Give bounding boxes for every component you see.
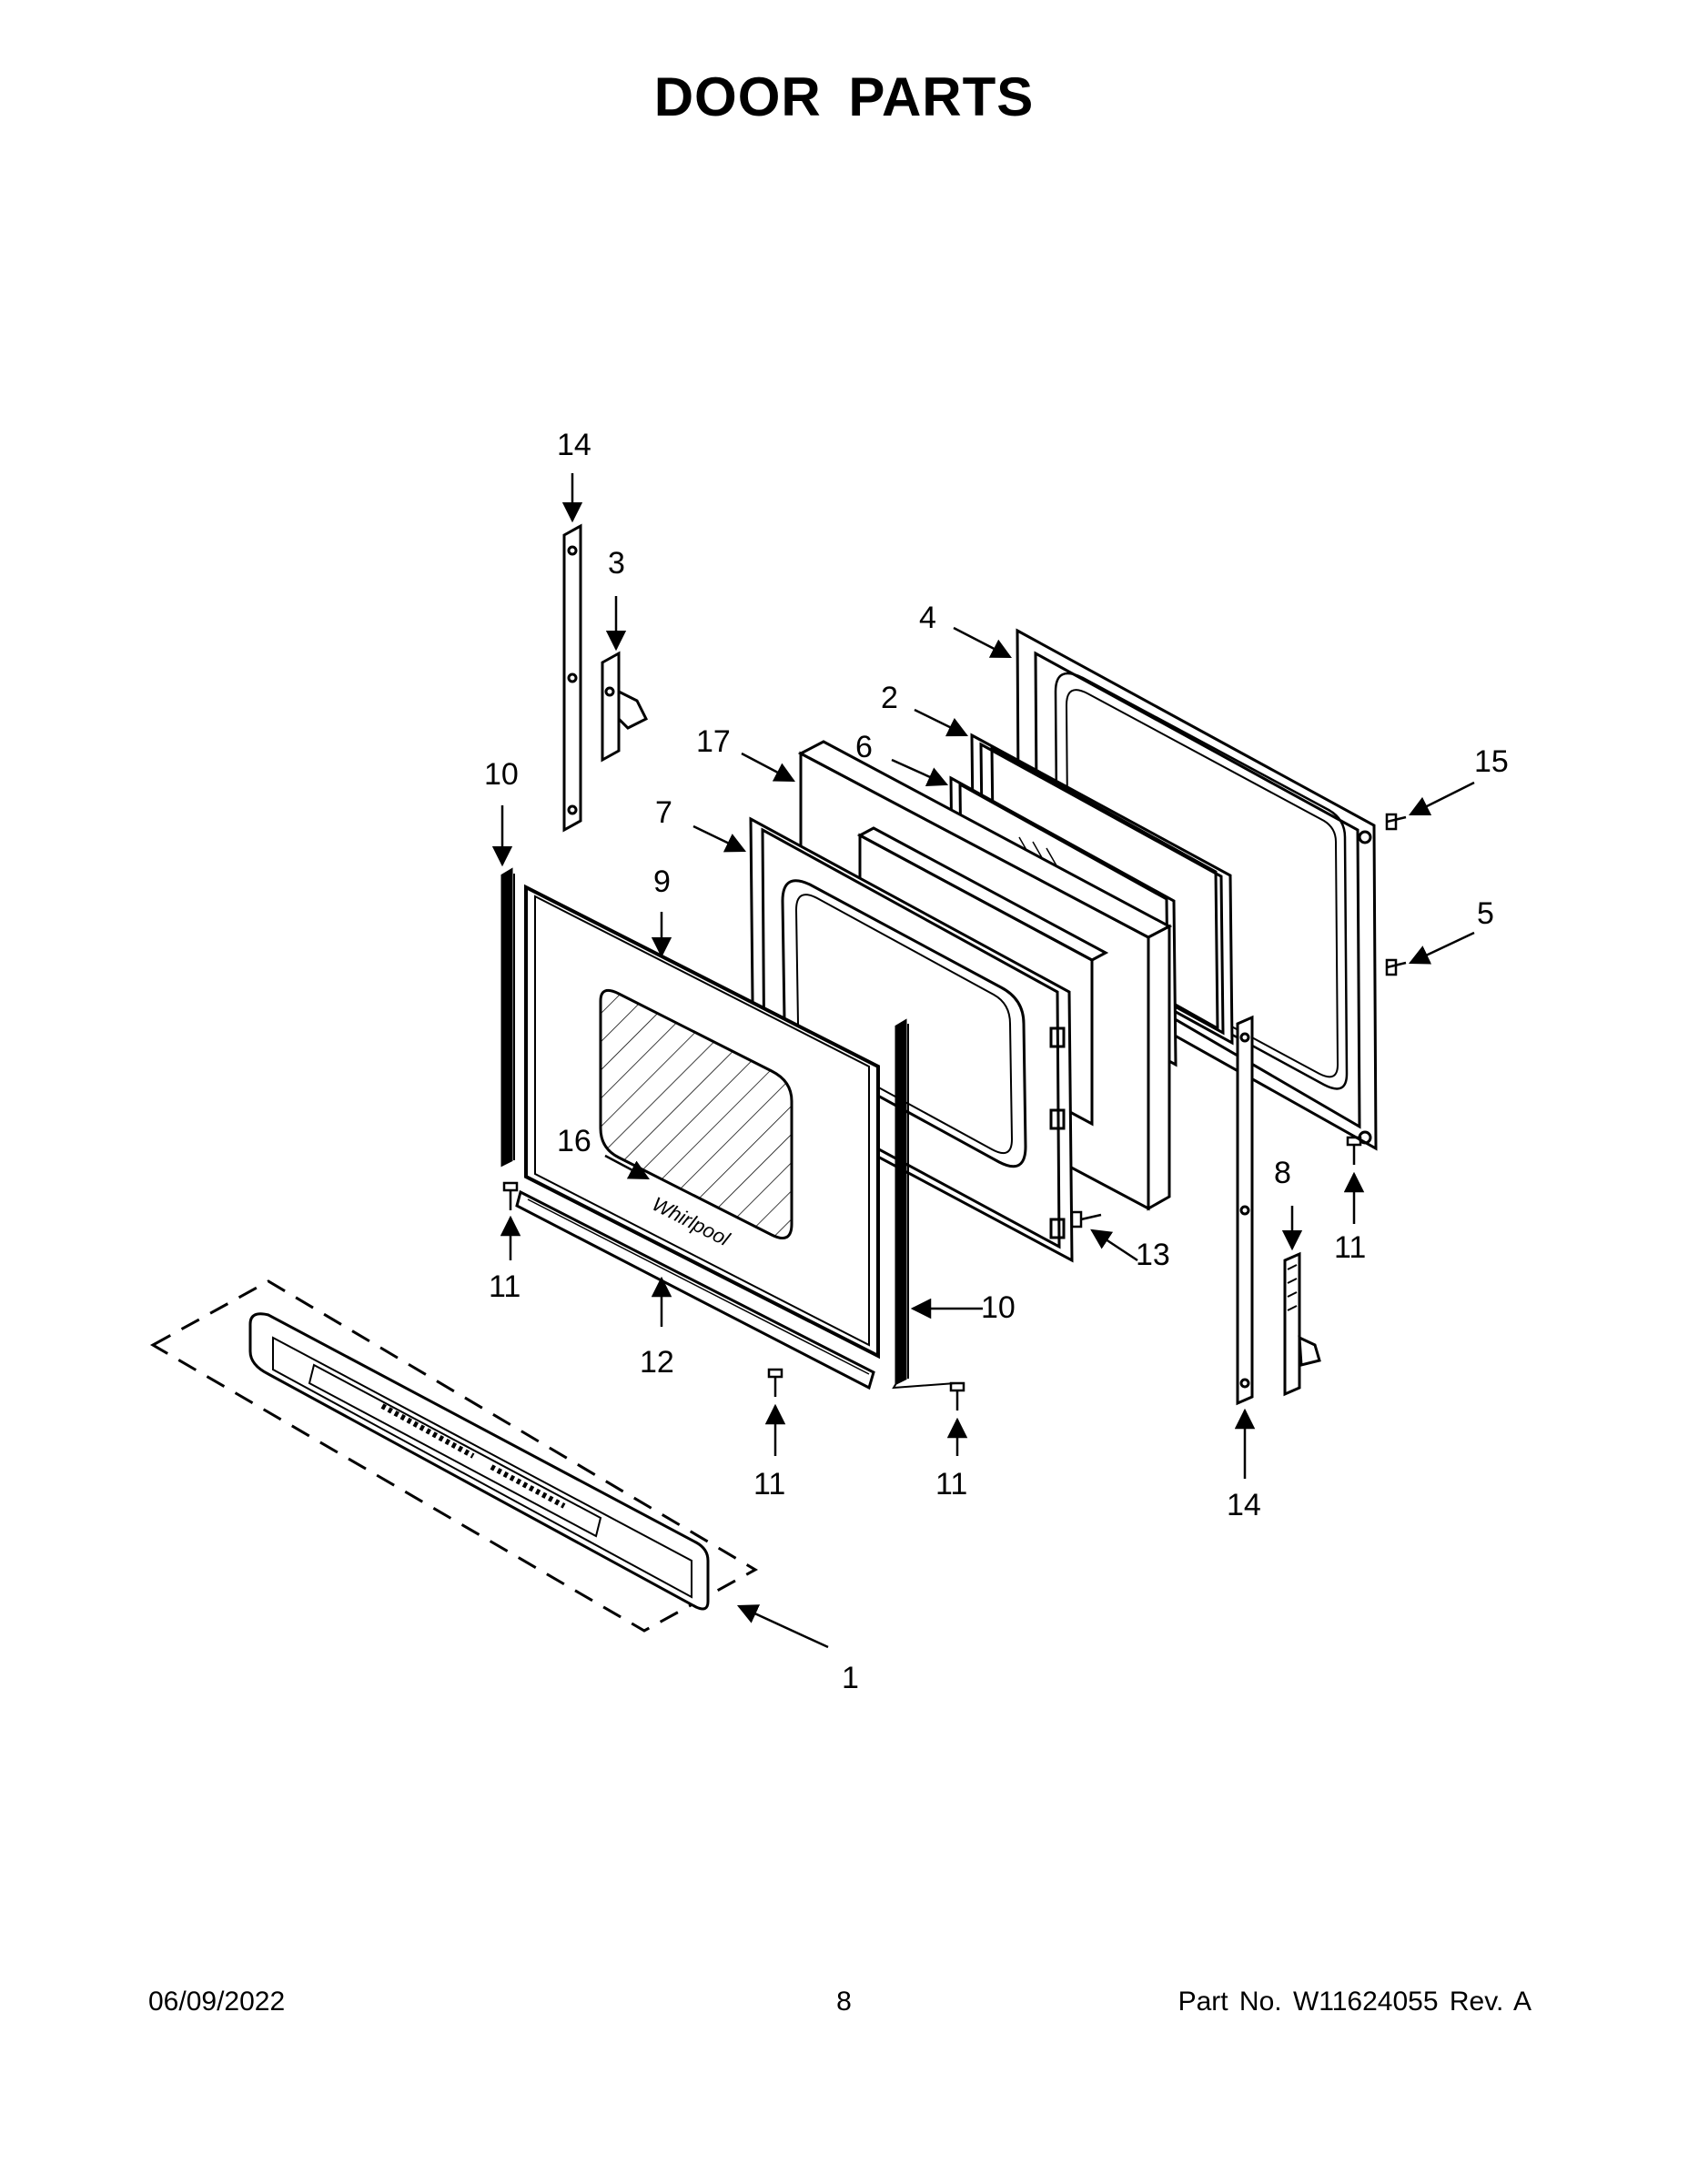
part-7-door-frame (749, 816, 1074, 1263)
part-8-hinge-receiver (1283, 1251, 1321, 1397)
footer-part-number: Part No. W11624055 Rev. A (1178, 1987, 1531, 2017)
footer-page-number: 8 (836, 1987, 852, 2017)
screw-11-bottom-center (767, 1368, 783, 1397)
callout-7: 7 (655, 795, 672, 830)
callout-5: 5 (1477, 896, 1494, 931)
callout-2: 2 (881, 681, 898, 715)
callout-10-right: 10 (981, 1290, 1016, 1325)
callout-11-bottom-center: 11 (753, 1467, 785, 1502)
callout-11-left: 11 (489, 1269, 521, 1304)
part-1-handle-assembly (149, 1279, 759, 1633)
callout-3: 3 (608, 546, 625, 581)
callout-15: 15 (1474, 744, 1509, 779)
callout-13: 13 (1136, 1238, 1170, 1272)
callout-14-top: 14 (557, 428, 591, 462)
screw-11-left (502, 1181, 519, 1210)
part-10-right-side-trim (892, 1018, 956, 1390)
part-10-left-side-trim (500, 867, 515, 1168)
callout-16: 16 (557, 1124, 591, 1158)
part-14-hinge-bracket-top (562, 523, 582, 833)
part-12-bottom-trim (515, 1189, 875, 1390)
callout-1: 1 (842, 1661, 859, 1695)
callout-4: 4 (919, 601, 936, 635)
part-14-hinge-bracket-bottom (1236, 1015, 1254, 1406)
leader-lines (491, 473, 1475, 1649)
screw-11-far-right (1346, 1136, 1362, 1165)
callout-6: 6 (855, 730, 873, 764)
callout-17: 17 (696, 724, 731, 759)
page-title: DOOR PARTS (653, 66, 1035, 127)
callout-11-far-right: 11 (1334, 1230, 1366, 1265)
screw-11-bottom-right (949, 1381, 965, 1410)
screw-15 (1385, 813, 1407, 831)
callout-14-bottom: 14 (1227, 1488, 1261, 1522)
part-3-hinge (601, 651, 649, 763)
callout-10-left: 10 (484, 757, 519, 792)
callout-9: 9 (653, 864, 671, 899)
callout-12: 12 (640, 1345, 674, 1380)
footer-date: 06/09/2022 (148, 1987, 286, 2017)
callout-labels: 14 3 4 2 17 6 15 10 7 9 5 16 13 8 11 11 … (484, 428, 1509, 1695)
screw-13 (1070, 1210, 1102, 1228)
screw-5 (1385, 958, 1407, 976)
callout-8: 8 (1274, 1156, 1291, 1190)
callout-11-bottom-right: 11 (935, 1467, 967, 1502)
screws (502, 813, 1407, 1410)
part-9-outer-door: Whirlpool (524, 884, 880, 1360)
